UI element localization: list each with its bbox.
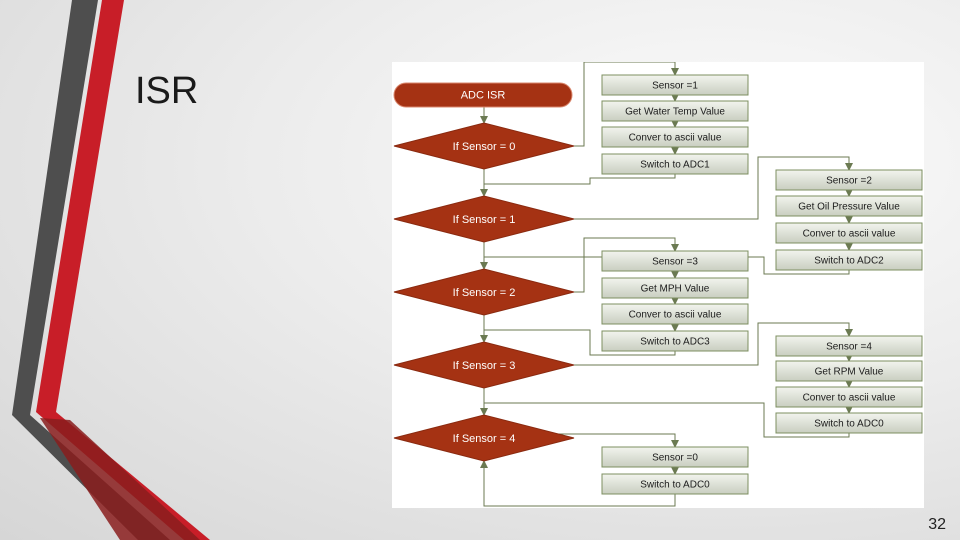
decor-red-stripe (36, 0, 210, 540)
connector-branch-1 (574, 156, 853, 220)
decision-label: If Sensor = 1 (453, 214, 516, 226)
process-box (775, 412, 923, 434)
process-box (601, 100, 749, 122)
process-box (775, 222, 923, 244)
process-box-label: Switch to ADC2 (814, 256, 884, 267)
process-box-label: Conver to ascii value (803, 393, 896, 404)
process-box-label: Conver to ascii value (803, 229, 896, 240)
connectors (480, 62, 853, 507)
process-box-label: Sensor =3 (652, 257, 698, 268)
process-box (775, 195, 923, 217)
process-box-label: Conver to ascii value (629, 310, 722, 321)
process-box (601, 126, 749, 148)
decision-sensor-4 (393, 414, 575, 462)
process-box-label: Get Oil Pressure Value (798, 202, 900, 213)
decor-dark-wedge (40, 418, 200, 540)
decision-sensor-0 (393, 122, 575, 170)
connector-branch-3 (574, 322, 853, 366)
process-box-label: Sensor =2 (826, 176, 872, 187)
process-box (775, 386, 923, 408)
connector-branch-0 (574, 62, 679, 147)
process-box-label: Switch to ADC1 (640, 160, 710, 171)
connector-return-3 (484, 402, 850, 438)
process-box (601, 473, 749, 495)
process-box-label: Switch to ADC3 (640, 337, 710, 348)
process-box (601, 153, 749, 175)
process-box-label: Get Water Temp Value (625, 107, 725, 118)
connector-return-0 (484, 174, 676, 185)
decision-label: If Sensor = 3 (453, 360, 516, 372)
decision-label: If Sensor = 4 (453, 433, 516, 445)
slide-title: ISR (135, 70, 199, 112)
process-box-label: Sensor =0 (652, 453, 698, 464)
process-box (601, 277, 749, 299)
decision-label: If Sensor = 0 (453, 141, 516, 153)
start-terminal (393, 82, 573, 108)
flowchart-panel: ADC ISR If Sensor = 0 If Sensor = 1 If Sens… (392, 62, 924, 508)
decision-label: If Sensor = 2 (453, 287, 516, 299)
process-box (601, 303, 749, 325)
process-box (601, 74, 749, 96)
process-box (601, 250, 749, 272)
process-box-label: Switch to ADC0 (814, 419, 884, 430)
flow-labels: ADC ISR If Sensor = 0 If Sensor = 1 If Sens… (453, 81, 901, 491)
process-box-label: Get MPH Value (641, 284, 710, 295)
process-box-label: Sensor =1 (652, 81, 698, 92)
process-box (601, 330, 749, 352)
connector-branch-2 (574, 237, 679, 293)
process-box (775, 169, 923, 191)
process-box (775, 249, 923, 271)
flowchart: ADC ISR If Sensor = 0 If Sensor = 1 If Sens… (393, 62, 923, 507)
decor-gray-stripe (12, 0, 170, 540)
process-box-label: Conver to ascii value (629, 133, 722, 144)
start-terminal-label: ADC ISR (461, 89, 506, 101)
process-box (601, 446, 749, 468)
process-box-label: Switch to ADC0 (640, 480, 710, 491)
process-box-label: Sensor =4 (826, 342, 872, 353)
connector-return-2 (484, 329, 676, 356)
decision-sensor-1 (393, 195, 575, 243)
flow-shapes (393, 74, 923, 495)
slide-number: 32 (928, 516, 946, 533)
decision-sensor-3 (393, 341, 575, 389)
process-box-label: Get RPM Value (815, 367, 884, 378)
connector-return-4 (480, 460, 676, 507)
process-box (775, 360, 923, 382)
process-box (775, 335, 923, 357)
decision-sensor-2 (393, 268, 575, 316)
